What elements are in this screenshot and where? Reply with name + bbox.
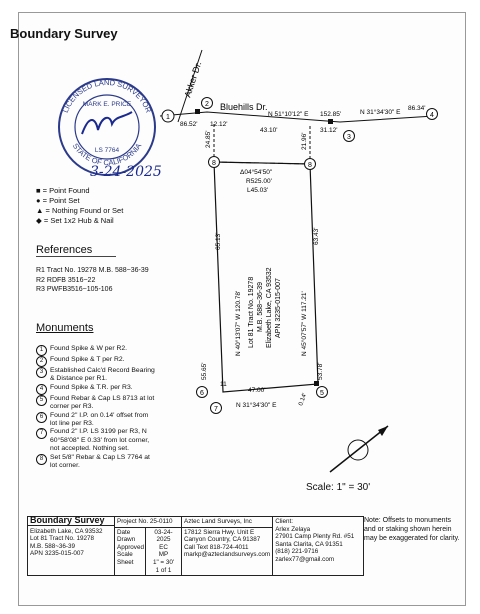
distance-label: 86.34' [408,105,426,112]
lot-label: APN 3235-015-007 [275,278,282,338]
bearing-top: N 51°10'12" E [268,110,309,118]
node-6: 6 [196,386,208,398]
svg-text:7: 7 [214,406,218,413]
node-7: 7 [210,402,222,414]
akker-dr-line [177,49,203,123]
survey-plat: Akker Dr. Bluehills Dr. N 51°10'12" E 15… [159,49,438,473]
distance-label: 47.00' [248,387,266,394]
legend-item: ■ = Point Found [36,186,90,195]
title-block-company: Aztec Land Surveys, Inc 17812 Sierra Hwy… [180,515,274,577]
street-akker: Akker Dr. [182,60,203,98]
bearing-west: N 40°13'07" W 120.78' [234,291,242,356]
svg-text:8: 8 [212,160,216,167]
references-heading: References [36,244,93,256]
svg-text:MARK E. PRICE: MARK E. PRICE [83,101,132,108]
bearing-east: N 45°07'57" W 117.21' [300,291,308,356]
title-block-client: Client: Arlex Zelaya 27901 Camp Plenty R… [272,515,365,577]
lot-label: Lot 81 Tract No. 19278 [248,277,255,348]
title-block-survey: Boundary Survey Elizabeth Lake, CA 93532… [27,516,115,577]
point-found-marker [314,381,319,386]
svg-text:2: 2 [205,101,209,108]
curve-length: L45.03' [247,187,268,194]
node-4: 4 [426,108,438,120]
distance-label: 24.85' [205,130,212,148]
distance-label: 43.10' [260,127,278,134]
node-1: 1 [161,109,175,123]
triangle-icon: ▲ [36,206,44,215]
distance-label: 152.85' [320,111,341,118]
square-icon: ■ [36,186,41,195]
svg-text:LICENSED LAND SURVEYOR: LICENSED LAND SURVEYOR [61,78,154,115]
page-title: Boundary Survey [10,26,118,41]
node-8-top-right: 8 [304,158,316,170]
surveyor-seal: LICENSED LAND SURVEYOR STATE OF CALIFORN… [58,78,156,176]
distance-label: 12.12' [210,121,228,128]
divider [36,256,116,257]
curve-radius: R525.00' [246,178,272,185]
circle-icon: ● [36,196,41,205]
distance-label: 86.52' [180,121,198,128]
svg-text:1: 1 [166,114,170,121]
seal-date: 3-24-2025 [90,164,162,180]
point-found-marker [328,119,333,124]
svg-text:5: 5 [320,390,324,397]
distance-label: 53.78' [317,362,324,380]
offset-note: Note: Offsets to monuments and or stakin… [364,517,460,542]
title-block: Boundary Survey Elizabeth Lake, CA 93532… [27,515,365,577]
north-arrow-icon [329,425,389,473]
legend-item: ▲ = Nothing Found or Set [36,206,124,215]
point-found-marker [195,109,200,114]
reference-item: R2 RDFB 3516~22 [36,276,96,284]
bearing-bottom: N 31°34'30" E [236,401,277,409]
title-block-project: Project No. 25-0110 Date Drawn Approved … [114,515,182,577]
distance-label: 11 [220,381,227,388]
distance-label: 55.65' [201,362,208,380]
curve-chord [213,161,311,165]
signature-scribble [81,111,133,135]
distance-label: 31.12' [320,127,338,134]
diamond-icon: ◆ [36,216,42,225]
node-5: 5 [316,386,328,398]
curve-delta: Δ04°54'50" [240,168,273,176]
legend-item: ◆ = Set 1x2 Hub & Nail [36,216,114,225]
distance-label: 63.43' [313,227,320,245]
legend: ■ = Point Found ● = Point Set ▲ = Nothin… [36,186,123,226]
legend-item: ● = Point Set [36,196,80,205]
references-list: R1 Tract No. 19278 M.B. 588~36-39 R2 RDF… [36,266,149,295]
distance-label: 65.13' [215,232,222,250]
svg-text:3: 3 [347,134,351,141]
reference-item: R1 Tract No. 19278 M.B. 588~36-39 [36,267,149,274]
svg-text:4: 4 [430,112,434,119]
street-bluehills: Bluehills Dr. [220,102,268,112]
svg-text:LS 7764: LS 7764 [95,147,120,154]
distance-label: 21.96' [301,132,308,150]
survey-sheet [18,12,466,606]
svg-text:6: 6 [200,390,204,397]
bluehills-dr-line [159,111,435,123]
scale-label: Scale: 1" = 30' [306,482,371,493]
node-3: 3 [343,130,355,142]
lot-label: Elizabeth Lake, CA 93532 [266,267,273,348]
svg-text:8: 8 [308,162,312,169]
lot-label: M.B. 588~36-39 [257,282,264,332]
node-8-top-left: 8 [208,156,220,168]
node-2: 2 [201,97,213,109]
distance-label: 0.14' [298,393,308,407]
bearing-top-right: N 31°34'30" E [360,108,401,116]
monuments-heading: Monuments [36,322,94,334]
reference-item: R3 PWFB3516~105-106 [36,286,113,293]
